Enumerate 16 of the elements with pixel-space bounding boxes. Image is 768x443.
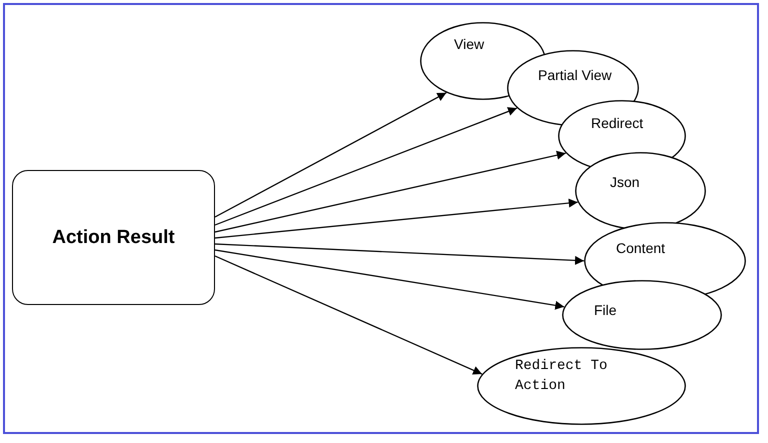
arrow: [214, 107, 518, 226]
arrow: [214, 92, 447, 218]
arrow: [214, 255, 482, 375]
process-box: [12, 170, 215, 305]
box-label: Action Result: [52, 226, 175, 248]
arrow: [214, 198, 578, 239]
ellipse-label: View: [454, 35, 484, 54]
arrow: [214, 150, 566, 233]
ellipse-label: Content: [616, 239, 666, 258]
arrow: [214, 243, 584, 265]
arrow: [214, 249, 564, 310]
ellipse-label: Redirect: [591, 114, 644, 133]
ellipse-label: Partial View: [538, 66, 612, 85]
ellipse-label: Redirect To Action: [515, 357, 608, 396]
ellipse-label: Json: [610, 173, 640, 192]
ellipse-label: File: [594, 301, 617, 320]
